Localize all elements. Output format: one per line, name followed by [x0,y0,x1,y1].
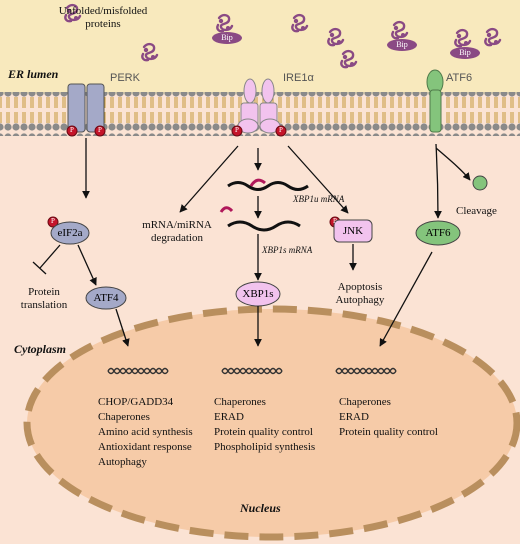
phospho-label: P [98,126,102,134]
cleavage-label: Cleavage [456,205,497,217]
mrna-degradation-label: mRNA/miRNA degradation [142,219,212,244]
xbp1s-mrna-label: XBP1s mRNA [262,245,313,255]
phosphate-icon [275,125,287,137]
phospho-label: P [70,126,74,134]
target-gene: CHOP/GADD34 [98,396,174,408]
jnk-node-shape [333,219,373,243]
cytoplasm-label: Cytoplasm [14,342,67,356]
bip-protein [387,20,417,51]
intron-fragment [219,206,234,213]
target-genes-left: CHOP/GADD34 Chaperones Amino acid synthe… [98,395,193,470]
xbp1u-mrna-label: XBP1u mRNA [293,194,345,204]
protein-translation-label: Protein translation [20,286,68,311]
target-gene: Chaperones [214,396,266,408]
signaling-arrows [32,138,471,347]
atf6-receptor [426,69,444,133]
phospho-label: P [333,217,337,225]
phosphate-icon [66,125,78,137]
xbp1s-mrna [227,220,301,232]
spliced-intron [249,178,266,187]
atf6-cleaved-node-shape [415,220,461,246]
target-gene: Protein quality control [214,426,313,438]
atf6-label: ATF6 [446,72,473,84]
phospho-label: P [51,217,55,225]
bip-protein [212,13,242,44]
jnk-node: JNK [342,225,364,237]
target-gene: Autophagy [98,456,147,468]
cleaved-fragment [472,175,488,191]
target-gene: Protein quality control [339,426,438,438]
target-genes-right: Chaperones ERAD Protein quality control [339,395,438,440]
ire1a-label: IRE1α [283,72,314,84]
atf4-node: ATF4 [93,292,119,304]
phosphate-icon [94,125,106,137]
target-gene: Amino acid synthesis [98,426,193,438]
ire1a-receptor [237,78,281,134]
phospho-label: P [235,126,239,134]
perk-label: PERK [110,72,140,84]
target-gene: ERAD [214,411,244,423]
apoptosis-autophagy-label: Apoptosis Autophagy [335,281,385,306]
bip-label: Bip [221,33,233,42]
target-gene: ERAD [339,411,369,423]
atf6-cleaved-node: ATF6 [425,227,451,239]
unfolded-proteins-label: Unfolded/misfolded proteins [58,5,148,30]
nucleus-label: Nucleus [240,501,281,515]
phosphate-icon [231,125,243,137]
er-lumen-label: ER lumen [8,67,59,81]
phospho-label: P [279,126,283,134]
bip-label: Bip [396,40,408,49]
target-gene: Phospholipid synthesis [214,441,316,453]
xbp1u-mrna [227,181,309,191]
nucleus [23,305,520,541]
target-gene: Chaperones [339,396,391,408]
bip-label: Bip [459,48,471,57]
xbp1s-node: XBP1s [242,288,274,300]
phosphate-icon [47,216,59,228]
eif2a-node-shape [50,221,90,245]
eif2a-node: eIF2a [57,227,83,239]
atf4-node-shape [85,286,127,310]
target-gene: Chaperones [98,411,150,423]
bip-protein [450,28,480,59]
target-genes-middle: Chaperones ERAD Protein quality control … [214,395,315,455]
target-gene: Antioxidant response [98,441,192,453]
